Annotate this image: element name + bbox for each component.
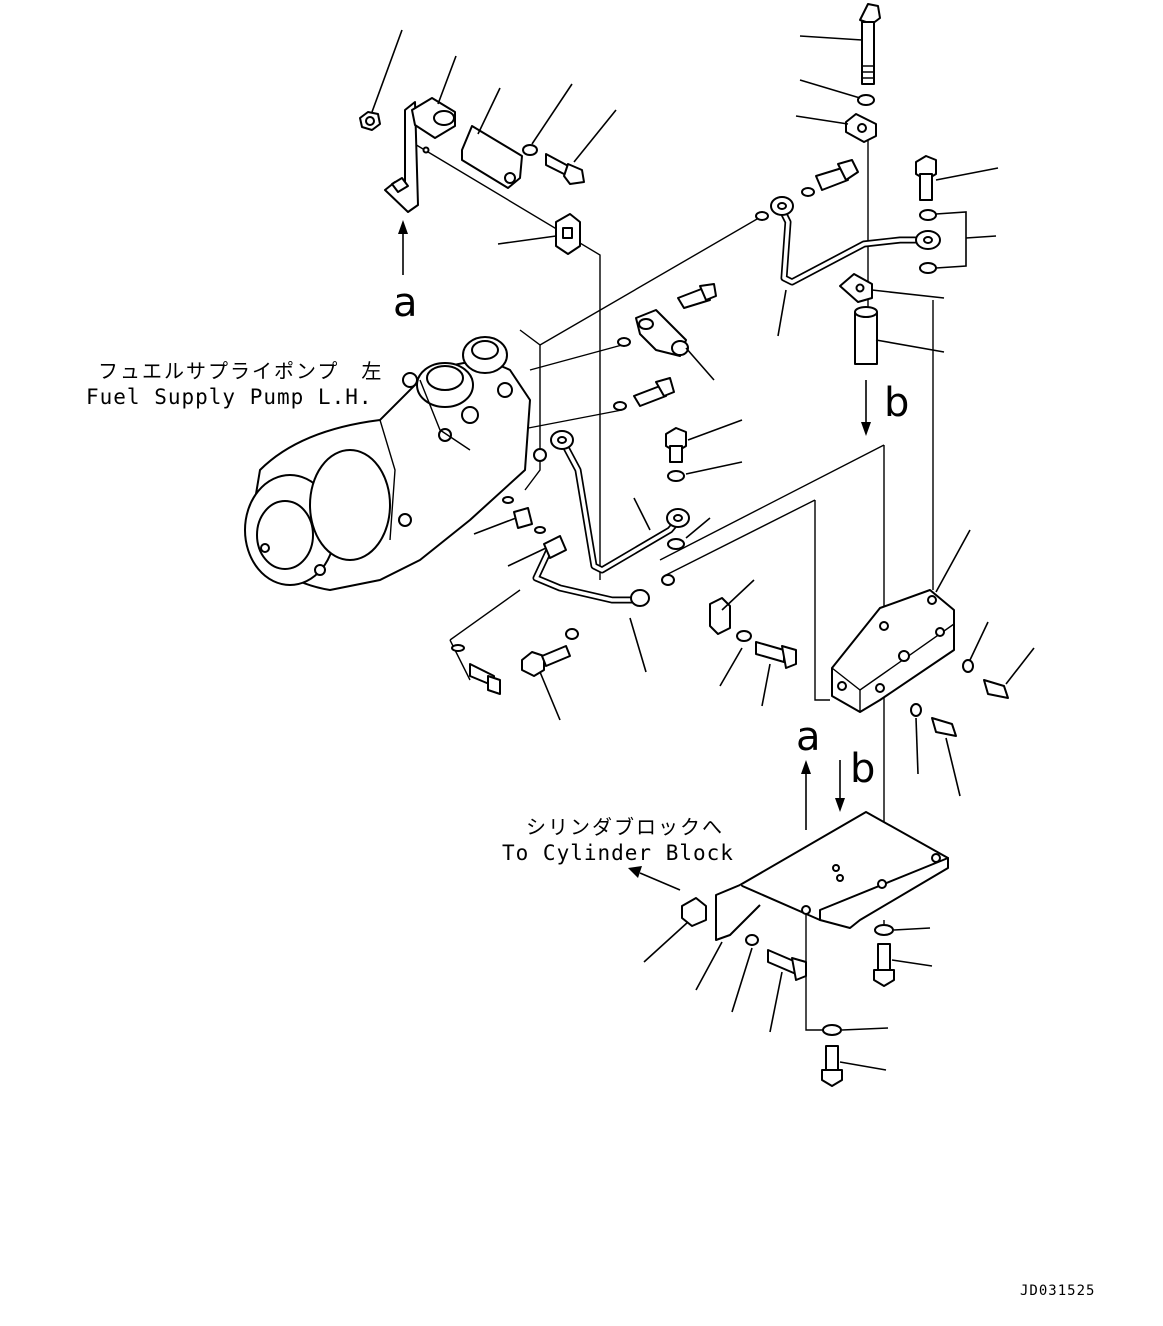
- pump-label-en: Fuel Supply Pump L.H.: [86, 385, 373, 409]
- cylinder-label-en: To Cylinder Block: [502, 841, 734, 865]
- fuel-supply-pump: [244, 336, 531, 591]
- cylinder-label-jp: シリンダブロックへ: [526, 815, 724, 839]
- junction-block: [831, 589, 1009, 737]
- leader-lines: [371, 29, 1035, 1071]
- upper-right-bolt-stack: [755, 3, 941, 365]
- marker-b-lower: b: [850, 746, 875, 792]
- marker-a-lower: a: [796, 714, 821, 760]
- marker-b-upper: b: [884, 380, 909, 426]
- arrow-cylinder-block-icon: [628, 866, 642, 878]
- marker-a-upper: a: [393, 280, 418, 326]
- arrow-a-lower-up-icon: [801, 760, 811, 774]
- pump-label-jp: フュエルサプライポンプ 左: [98, 359, 383, 383]
- arrow-b-down-icon: [861, 422, 871, 436]
- arrow-a-up-icon: [398, 220, 408, 234]
- upper-bracket-group: [359, 97, 585, 255]
- base-bracket: [681, 811, 949, 1087]
- assembly-lines: [407, 139, 934, 1031]
- drawing-code: JD031525: [1020, 1283, 1095, 1299]
- arrows: [398, 220, 871, 891]
- middle-connector-group: [451, 283, 797, 695]
- labels: a b a b フュエルサプライポンプ 左 Fuel Supply Pump L…: [86, 280, 1095, 1299]
- arrow-b-lower-down-icon: [835, 798, 845, 812]
